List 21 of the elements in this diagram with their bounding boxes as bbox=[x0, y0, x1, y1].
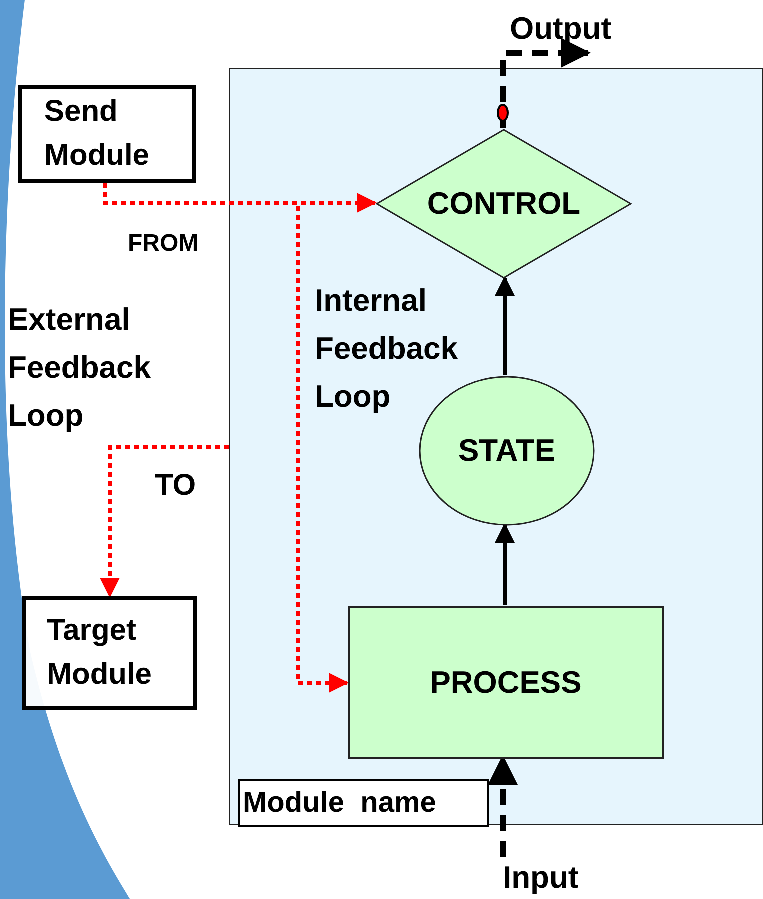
node-label: Input bbox=[503, 860, 579, 896]
flow-arrow bbox=[495, 523, 515, 605]
process-box bbox=[348, 606, 664, 759]
node-label: Send Module bbox=[44, 94, 150, 174]
node-label: Output bbox=[510, 11, 612, 47]
node-label: PROCESS bbox=[430, 664, 582, 700]
diagram-label: External Feedback Loop bbox=[8, 301, 152, 435]
diagram-label: TO bbox=[155, 468, 198, 504]
node-label: Target Module bbox=[47, 613, 153, 693]
flow-arrow bbox=[495, 276, 515, 375]
module-box bbox=[22, 596, 197, 710]
feedback-arrow bbox=[100, 445, 229, 598]
flow-arrow bbox=[500, 38, 591, 128]
module-box bbox=[18, 85, 196, 183]
node-label: Module name bbox=[242, 786, 436, 820]
node-label: CONTROL bbox=[427, 186, 581, 222]
module-name-box bbox=[238, 779, 489, 827]
diagram-label: FROM bbox=[128, 229, 200, 259]
module-panel bbox=[229, 68, 763, 825]
diagram-label: Internal Feedback Loop bbox=[315, 282, 460, 416]
node-label: STATE bbox=[458, 433, 556, 469]
